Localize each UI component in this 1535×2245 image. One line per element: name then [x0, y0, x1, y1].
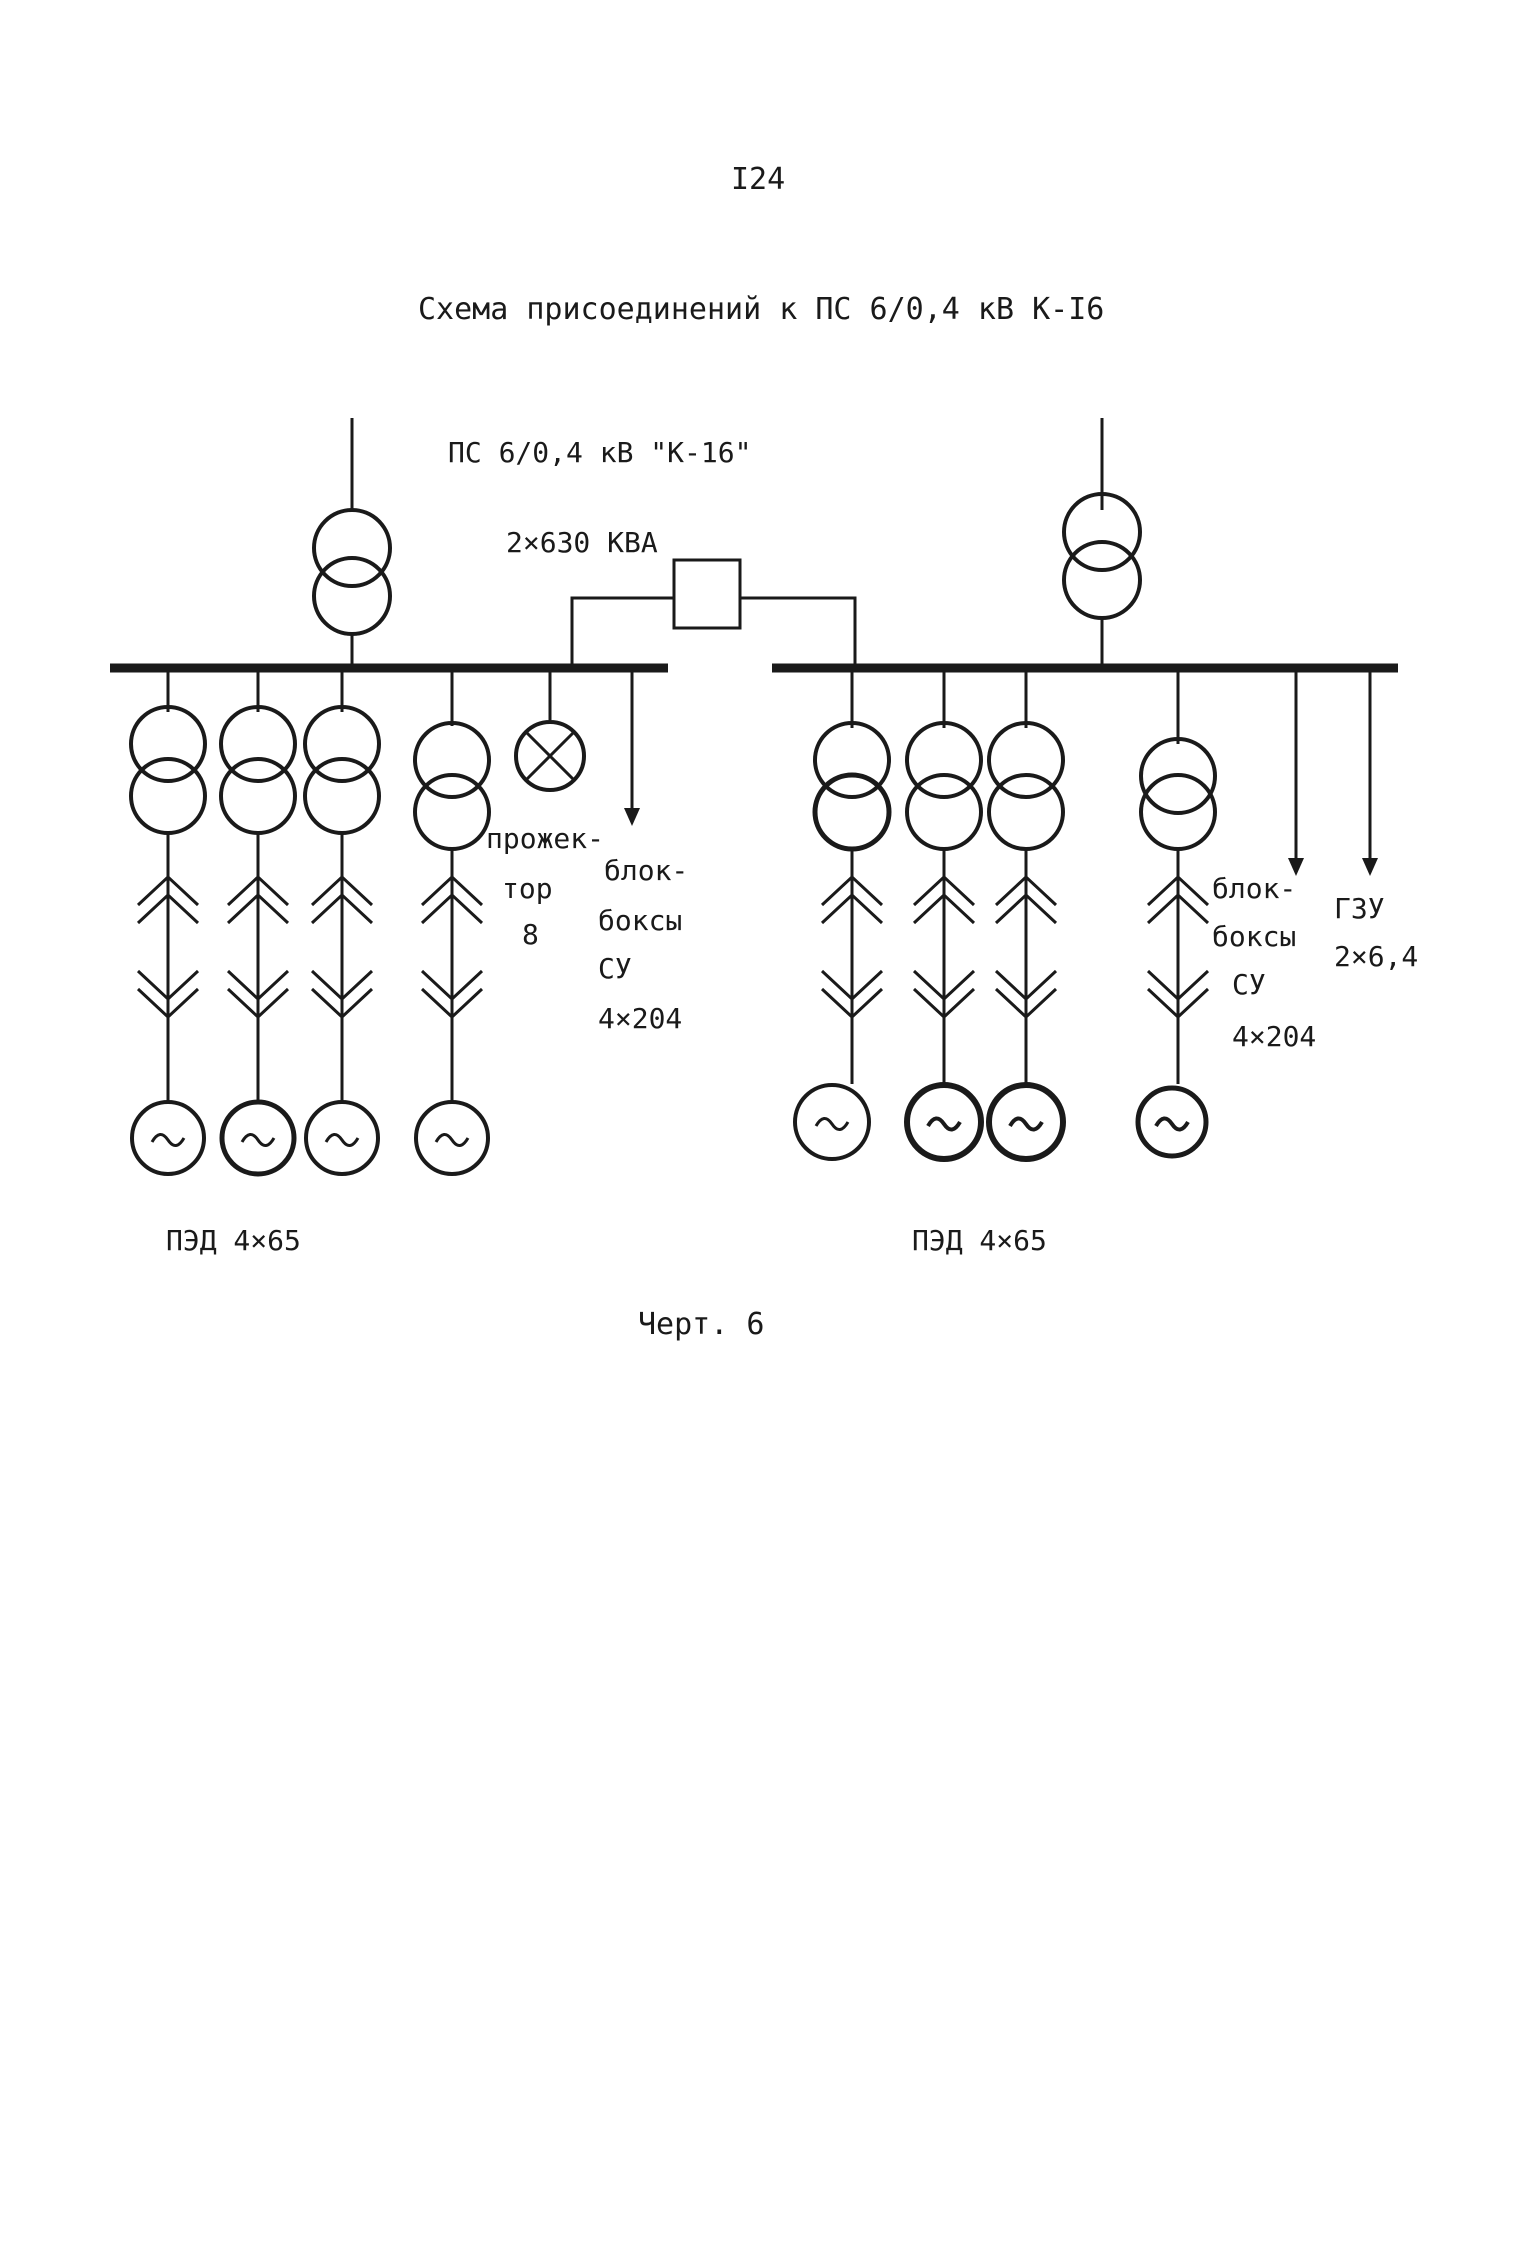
motor-7	[986, 1082, 1066, 1162]
feeder-transformer-5-secondary	[812, 772, 892, 852]
connector-down-5	[820, 969, 884, 1002]
connector-up-7	[994, 874, 1058, 907]
connector-up-8	[1146, 874, 1210, 907]
left-main-transformer-secondary	[312, 556, 392, 636]
feeder-transformer-6-secondary	[905, 773, 983, 851]
motor-6-tilde-icon	[926, 1116, 962, 1132]
motor-7-tilde-icon	[1008, 1116, 1044, 1132]
connector-up-4	[420, 874, 484, 907]
left-blockbox-label-line1: блок-	[604, 854, 688, 887]
motor-3	[304, 1100, 380, 1176]
connector-up-2	[226, 874, 290, 907]
motor-4-tilde-icon	[434, 1133, 470, 1147]
right-motors-label: ПЭД 4×65	[912, 1224, 1047, 1257]
substation-label: ПС 6/0,4 кВ "К-16"	[448, 436, 751, 469]
floodlight-label-line1: прожек-	[486, 822, 604, 855]
connector-down-3	[310, 969, 374, 1002]
feeder-transformer-1-secondary	[129, 757, 207, 835]
left-motors-label: ПЭД 4×65	[166, 1224, 301, 1257]
right-main-transformer-primary	[1062, 492, 1142, 572]
left-main-transformer-primary	[312, 508, 392, 588]
right-blockbox-label-line2: боксы	[1212, 920, 1296, 953]
gzu-label-line1: ГЗУ	[1334, 892, 1385, 925]
left-blockbox-label-line2: боксы	[598, 904, 682, 937]
transformer-rating-label: 2×630 КВА	[506, 526, 658, 559]
motor-6	[904, 1082, 984, 1162]
feeder-transformer-3-secondary	[303, 757, 381, 835]
connector-up-1	[136, 874, 200, 907]
connector-down-8	[1146, 969, 1210, 1002]
right-blockbox-label-line3: СУ	[1232, 968, 1266, 1001]
motor-1-tilde-icon	[150, 1133, 186, 1147]
bus-tie-left-link	[570, 596, 674, 668]
motor-8	[1135, 1085, 1209, 1159]
feeder-transformer-2-primary	[219, 705, 297, 783]
floodlight-label-line3: 8	[522, 918, 539, 951]
motor-5	[793, 1083, 871, 1161]
connector-down-4	[420, 969, 484, 1002]
connector-up-3	[310, 874, 374, 907]
connector-down-2	[226, 969, 290, 1002]
gzu-label-line2: 2×6,4	[1334, 940, 1418, 973]
feeder-transformer-5-primary	[813, 721, 891, 799]
single-line-diagram: ПС 6/0,4 кВ "К-16" 2×630 КВА прожек- тор…	[110, 418, 1418, 1257]
connector-down-1	[136, 969, 200, 1002]
feeder-transformer-7-primary	[987, 721, 1065, 799]
feeder-transformer-6-primary	[905, 721, 983, 799]
connector-up-6	[912, 874, 976, 907]
connector-down-7	[994, 969, 1058, 1002]
motor-4	[414, 1100, 490, 1176]
motor-8-tilde-icon	[1154, 1116, 1190, 1132]
right-blockbox-label-line4: 4×204	[1232, 1020, 1316, 1053]
figure-caption: Черт. 6	[638, 1307, 765, 1342]
diagram-title: Схема присоединений к ПС 6/0,4 кВ К-I6	[418, 292, 1105, 327]
motor-2	[219, 1099, 297, 1177]
floodlight-lamp-icon	[514, 720, 586, 792]
connector-up-5	[820, 874, 884, 907]
motor-2-tilde-icon	[240, 1133, 276, 1147]
right-main-transformer-secondary	[1062, 540, 1142, 620]
motor-3-tilde-icon	[324, 1133, 360, 1147]
motor-1	[130, 1100, 206, 1176]
feeder-transformer-7-secondary	[987, 773, 1065, 851]
page-number: I24	[731, 162, 786, 197]
feeder-transformer-8-primary	[1139, 737, 1217, 815]
bus-tie-switch	[672, 558, 742, 630]
connector-down-6	[912, 969, 976, 1002]
feeder-transformer-1-primary	[129, 705, 207, 783]
feeder-transformer-4-primary	[413, 721, 491, 799]
feeder-transformer-2-secondary	[219, 757, 297, 835]
feeder-transformer-4-secondary	[413, 773, 491, 851]
bus-tie-right-link	[740, 596, 857, 668]
right-blockbox-label-line1: блок-	[1212, 872, 1296, 905]
left-blockbox-label-line4: 4×204	[598, 1002, 682, 1035]
floodlight-label-line2: тор	[502, 872, 553, 905]
motor-5-tilde-icon	[814, 1117, 850, 1131]
feeder-transformer-3-primary	[303, 705, 381, 783]
left-blockbox-label-line3: СУ	[598, 952, 632, 985]
